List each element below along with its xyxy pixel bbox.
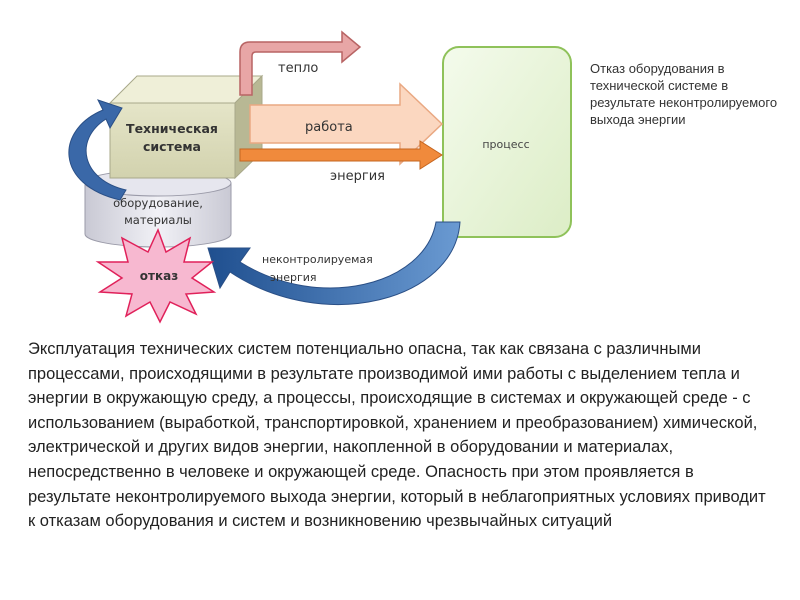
heat-arrow bbox=[239, 30, 362, 96]
energy-label: энергия bbox=[330, 169, 385, 184]
failure-label: отказ bbox=[140, 269, 178, 283]
work-label: работа bbox=[305, 120, 353, 135]
energy-failure-diagram: процесс тепло работа энергия неконтролир… bbox=[68, 30, 572, 324]
diagram-caption: Отказ оборудования в технической системе… bbox=[590, 61, 778, 127]
system-label-line1: Техническая bbox=[126, 121, 218, 136]
equipment-label-line2: материалы bbox=[124, 213, 192, 227]
feedback-arrow bbox=[68, 99, 127, 201]
system-label-line2: система bbox=[143, 139, 201, 154]
uncontrolled-energy-label-line1: неконтролируемая bbox=[262, 253, 373, 266]
energy-arrow bbox=[239, 140, 443, 170]
process-label: процесс bbox=[482, 138, 529, 151]
process-box bbox=[442, 46, 572, 238]
uncontrolled-energy-arrow bbox=[207, 221, 461, 305]
uncontrolled-energy-label-line2: энергия bbox=[270, 271, 317, 284]
failure-burst bbox=[95, 228, 217, 324]
equipment-label-line1: оборудование, bbox=[113, 196, 203, 210]
heat-label: тепло bbox=[278, 61, 318, 76]
body-text: Эксплуатация технических систем потенциа… bbox=[28, 340, 766, 531]
